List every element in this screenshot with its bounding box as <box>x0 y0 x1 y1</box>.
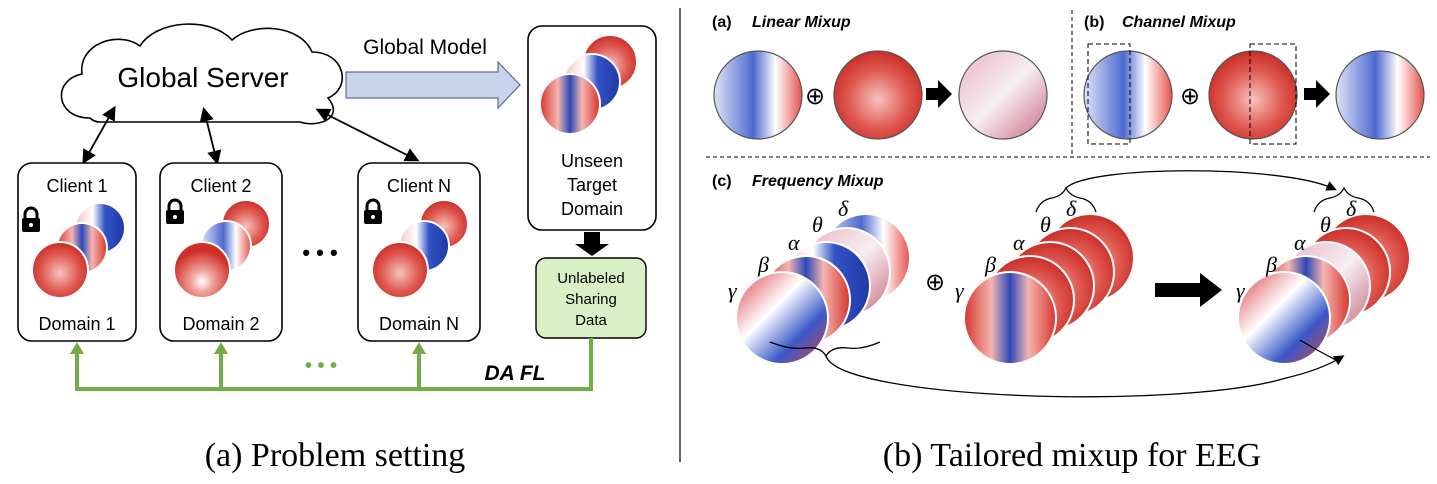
panel-a-title: Linear Mixup <box>752 14 851 31</box>
result-arrow <box>1155 273 1222 307</box>
eeg-band-stack-right <box>1237 213 1411 365</box>
target-to-sharing-arrow <box>575 232 609 256</box>
client-box-2: Client 2 Domain 2 <box>159 162 283 342</box>
server-client2-arrow <box>199 107 222 165</box>
global-model-arrow <box>345 60 521 110</box>
band-beta: β <box>1265 252 1277 277</box>
result-arrow <box>926 80 952 108</box>
clients-ellipsis: • • • <box>302 240 337 265</box>
lock-icon <box>364 198 382 224</box>
dafl-arrows <box>75 338 593 391</box>
sharing-line1: Unlabeled <box>557 270 625 287</box>
band-alpha: α <box>1013 230 1025 255</box>
band-theta: θ <box>812 212 823 237</box>
eeg-topomap <box>1083 50 1173 140</box>
band-beta: β <box>757 252 769 277</box>
frequency-mixup: (c) Frequency Mixup γ β α θ δ ⊕ <box>712 170 1411 398</box>
target-line3: Domain <box>561 199 623 219</box>
band-delta: δ <box>838 196 849 221</box>
sharing-line2: Sharing <box>565 291 617 308</box>
panel-b-title: Channel Mixup <box>1122 14 1236 31</box>
dafl-arrowheads <box>70 342 426 354</box>
eeg-band-stack-middle <box>963 213 1135 365</box>
eeg-topomap <box>833 50 923 140</box>
target-line2: Target <box>567 175 617 195</box>
band-swap-arrows <box>769 170 1375 398</box>
global-server-cloud: Global Server <box>60 23 344 125</box>
server-client1-arrow <box>82 105 116 165</box>
server-clientN-arrow <box>315 108 420 162</box>
tailored-mixup-panel: (a) Linear Mixup ⊕ (b) Channel Mixup ⊕ (… <box>706 10 1430 474</box>
eeg-band-stack-left <box>735 213 911 365</box>
eeg-stack <box>31 202 126 299</box>
client-domain: Domain 2 <box>182 314 259 334</box>
band-delta: δ <box>1346 196 1357 221</box>
dafl-label: DA FL <box>484 362 545 385</box>
lock-icon <box>22 206 40 232</box>
client-name: Client 1 <box>46 176 107 196</box>
problem-setting-panel: Global Server Global Model Client 1 Doma… <box>17 23 657 474</box>
band-gamma: γ <box>1236 278 1246 303</box>
eeg-topomap <box>1208 50 1298 140</box>
sharing-data-box: Unlabeled Sharing Data <box>535 257 647 339</box>
eeg-topomap <box>958 50 1048 140</box>
panel-c-title: Frequency Mixup <box>752 173 884 190</box>
client-box-n: Client N Domain N <box>357 162 481 342</box>
oplus-sign: ⊕ <box>1180 83 1200 110</box>
band-delta: δ <box>1066 196 1077 221</box>
caption-a: (a) Problem setting <box>205 437 466 474</box>
eeg-stack <box>371 199 469 299</box>
panel-c-tag: (c) <box>712 173 732 190</box>
eeg-stack <box>173 199 271 299</box>
oplus-sign: ⊕ <box>805 83 825 110</box>
client-domain: Domain 1 <box>38 314 115 334</box>
channel-mixup: (b) Channel Mixup ⊕ <box>1083 14 1425 145</box>
caption-b: (b) Tailored mixup for EEG <box>883 437 1261 474</box>
client-name: Client 2 <box>190 176 251 196</box>
band-theta: θ <box>1320 212 1331 237</box>
oplus-sign: ⊕ <box>925 269 945 296</box>
global-server-label: Global Server <box>117 62 288 93</box>
eeg-stack <box>539 34 638 135</box>
channel-selection-box <box>1249 43 1297 145</box>
panel-a-tag: (a) <box>712 14 732 31</box>
band-alpha: α <box>1294 230 1306 255</box>
global-model-label: Global Model <box>363 36 487 59</box>
band-beta: β <box>984 252 996 277</box>
client-domain: Domain N <box>379 314 459 334</box>
client-name: Client N <box>387 176 451 196</box>
eeg-topomap <box>713 50 803 140</box>
band-alpha: α <box>788 230 800 255</box>
lock-icon <box>166 198 184 224</box>
client-box-1: Client 1 Domain 1 <box>17 162 137 342</box>
target-line1: Unseen <box>561 151 623 171</box>
band-theta: θ <box>1040 212 1051 237</box>
linear-mixup: (a) Linear Mixup ⊕ <box>712 14 1048 140</box>
bottom-ellipsis: • • • <box>305 355 337 377</box>
band-gamma: γ <box>955 278 965 303</box>
panel-b-tag: (b) <box>1084 14 1104 31</box>
channel-selection-box <box>1087 43 1131 145</box>
band-gamma: γ <box>728 278 738 303</box>
result-arrow <box>1304 80 1330 108</box>
eeg-topomap <box>1335 50 1425 140</box>
sharing-line3: Data <box>575 312 607 329</box>
target-domain-box: Unseen Target Domain <box>527 25 657 231</box>
